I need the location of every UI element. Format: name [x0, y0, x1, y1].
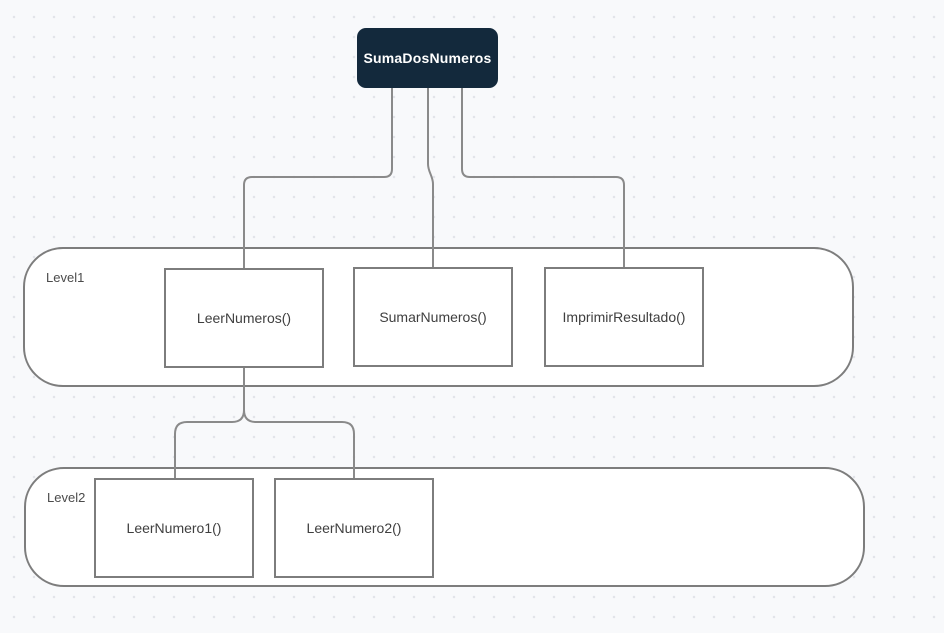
node-leernumero2-label: LeerNumero2() [306, 520, 402, 536]
node-sumarnumeros[interactable]: SumarNumeros() [353, 267, 513, 367]
node-leernumero1[interactable]: LeerNumero1() [94, 478, 254, 578]
edge-root-to-leernumeros[interactable] [243, 88, 393, 268]
edge-leernumeros-to-leernumero2[interactable] [243, 409, 355, 478]
node-sumadosnumeros[interactable]: SumaDosNumeros [357, 28, 498, 88]
node-sumarnumeros-label: SumarNumeros() [379, 309, 487, 325]
group-level1-label: Level1 [46, 270, 85, 285]
edge-leernumeros-to-leernumero1[interactable] [174, 368, 245, 478]
node-leernumeros[interactable]: LeerNumeros() [164, 268, 324, 368]
node-leernumero1-label: LeerNumero1() [126, 520, 222, 536]
node-leernumero2[interactable]: LeerNumero2() [274, 478, 434, 578]
edge-root-to-imprimirresultado[interactable] [461, 88, 625, 267]
node-leernumeros-label: LeerNumeros() [196, 310, 292, 326]
edge-root-to-sumarnumeros[interactable] [427, 88, 434, 267]
group-level2-label: Level2 [47, 490, 86, 505]
node-imprimirresultado[interactable]: ImprimirResultado() [544, 267, 704, 367]
node-sumadosnumeros-label: SumaDosNumeros [363, 50, 492, 66]
node-imprimirresultado-label: ImprimirResultado() [562, 309, 686, 325]
